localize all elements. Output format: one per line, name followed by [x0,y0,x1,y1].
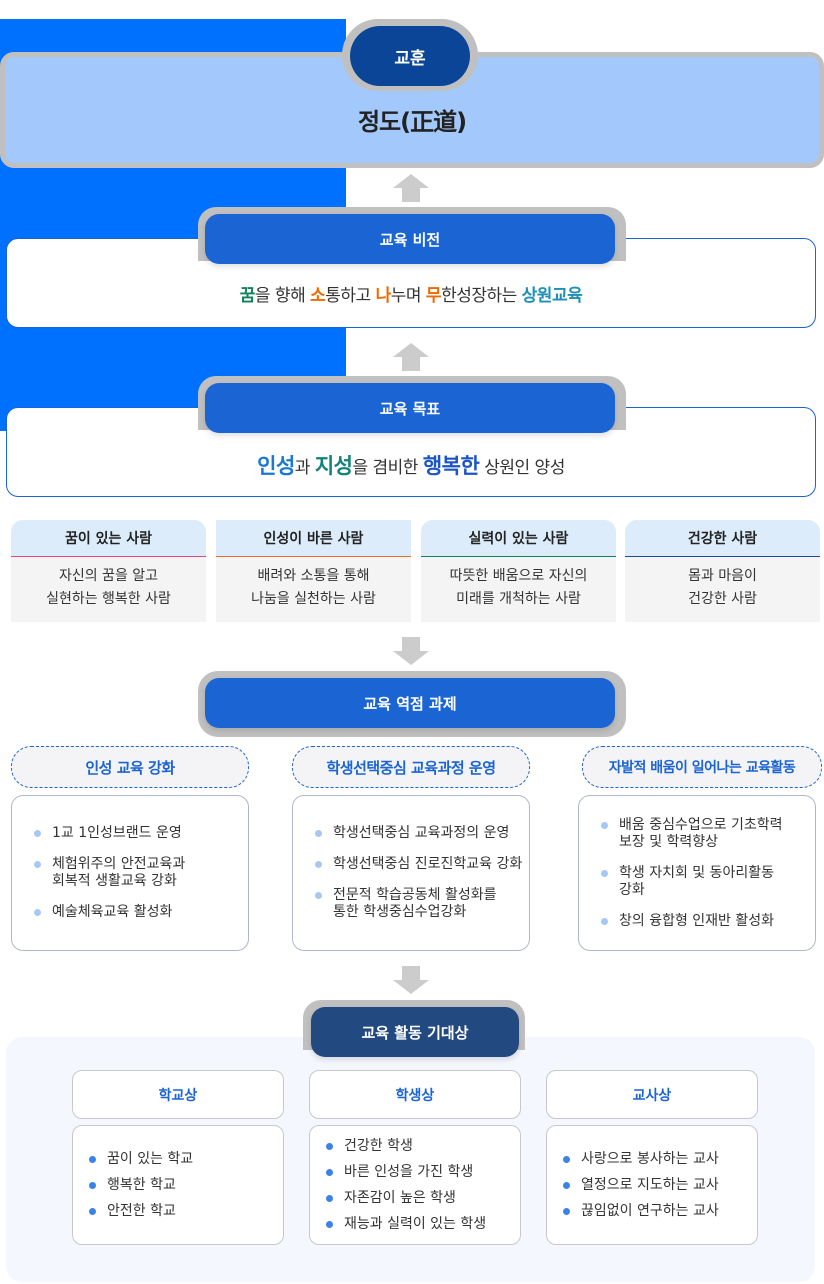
expected-item: 열정으로 지도하는 교사 [561,1172,757,1198]
expected-group-list: 사랑으로 봉사하는 교사 열정으로 지도하는 교사 끊임없이 연구하는 교사 [546,1125,758,1245]
task-group-title: 인성 교육 강화 [11,746,249,788]
expected-item: 안전한 학교 [87,1198,283,1224]
person-line: 미래를 개척하는 사람 [456,591,581,607]
expected-item: 끊임없이 연구하는 교사 [561,1198,757,1224]
expected-group-title: 학교상 [72,1070,284,1119]
motto-label: 교훈 [350,26,470,86]
person-title: 꿈이 있는 사람 [11,520,206,557]
expected-item: 건강한 학생 [324,1133,520,1159]
task-item: 학생선택중심 진로진학교육 강화 [315,856,529,873]
arrow-down-icon [393,966,429,994]
expected-item: 바른 인성을 가진 학생 [324,1159,520,1185]
task-item: 체험위주의 안전교육과 회복적 생활교육 강화 [34,856,248,890]
person-title: 건강한 사람 [625,520,820,557]
goal-part: 지성 [314,454,353,478]
vision-part: 소 [310,286,326,306]
person-line: 나눔을 실천하는 사람 [251,591,376,607]
expected-item: 자존감이 높은 학생 [324,1185,520,1211]
motto-value: 정도(正道) [357,107,467,136]
arrow-up-icon [393,174,429,202]
tasks-label: 교육 역점 과제 [205,678,615,728]
goal-part: 과 [294,458,315,478]
task-item: 예술체육교육 활성화 [34,904,248,921]
arrow-up-icon [393,343,429,371]
expected-group-title: 교사상 [546,1070,758,1119]
person-title: 실력이 있는 사람 [421,520,616,557]
expected-item: 재능과 실력이 있는 학생 [324,1211,520,1237]
person-description: 배려와 소통을 통해 나눔을 실천하는 사람 [216,557,411,611]
person-line: 건강한 사람 [688,591,757,607]
goal-part: 인성 [257,454,295,478]
vision-part: 꿈 [239,286,256,306]
task-group-title: 자발적 배움이 일어나는 교육활동 [582,746,822,788]
person-description: 따뜻한 배움으로 자신의 미래를 개척하는 사람 [421,557,616,611]
task-item: 1교 1인성브랜드 운영 [34,825,248,842]
vision-part: 누며 [390,286,426,306]
person-card-ability: 실력이 있는 사람 따뜻한 배움으로 자신의 미래를 개척하는 사람 [421,520,616,622]
task-item: 학생 자치회 및 동아리활동 강화 [601,865,815,899]
expected-group-title: 학생상 [309,1070,521,1119]
expected-label: 교육 활동 기대상 [311,1007,519,1057]
person-description: 몸과 마음이 건강한 사람 [625,557,820,611]
person-card-dream: 꿈이 있는 사람 자신의 꿈을 알고 실현하는 행복한 사람 [11,520,206,622]
task-group-list: 1교 1인성브랜드 운영 체험위주의 안전교육과 회복적 생활교육 강화 예술체… [11,795,249,951]
expected-item: 꿈이 있는 학교 [87,1146,283,1172]
expected-group-list: 건강한 학생 바른 인성을 가진 학생 자존감이 높은 학생 재능과 실력이 있… [309,1125,521,1245]
vision-label: 교육 비전 [205,214,615,264]
goal-part: 행복한 [422,454,480,478]
person-card-character: 인성이 바른 사람 배려와 소통을 통해 나눔을 실천하는 사람 [216,520,411,622]
task-item: 창의 융합형 인재반 활성화 [601,913,815,930]
person-line: 실현하는 행복한 사람 [46,591,171,607]
goal-statement: 인성과 지성을 겸비한 행복한 상원인 양성 [6,450,816,480]
vision-part: 무 [425,286,442,306]
task-group-title: 학생선택중심 교육과정 운영 [292,746,530,788]
vision-part: 을 향해 [254,286,311,306]
task-group-list: 배움 중심수업으로 기초학력 보장 및 학력향상 학생 자치회 및 동아리활동 … [578,795,816,951]
person-line: 배려와 소통을 통해 [257,568,370,584]
person-card-health: 건강한 사람 몸과 마음이 건강한 사람 [625,520,820,622]
expected-item: 행복한 학교 [87,1172,283,1198]
expected-group-list: 꿈이 있는 학교 행복한 학교 안전한 학교 [72,1125,284,1245]
expected-item: 사랑으로 봉사하는 교사 [561,1146,757,1172]
vision-statement: 꿈을 향해 소통하고 나누며 무한성장하는 상원교육 [6,281,816,306]
person-title: 인성이 바른 사람 [216,520,411,557]
task-group-list: 학생선택중심 교육과정의 운영 학생선택중심 진로진학교육 강화 전문적 학습공… [292,795,530,951]
vision-part: 나 [375,286,392,306]
goal-label: 교육 목표 [205,383,615,433]
arrow-down-icon [393,637,429,665]
person-line: 자신의 꿈을 알고 [58,568,159,584]
task-item: 전문적 학습공동체 활성화를 통한 학생중심수업강화 [315,887,529,921]
vision-part: 한성장하는 [441,286,522,306]
goal-part: 을 겸비한 [352,458,423,478]
task-item: 배움 중심수업으로 기초학력 보장 및 학력향상 [601,817,815,851]
goal-part: 상원인 양성 [479,458,565,478]
person-description: 자신의 꿈을 알고 실현하는 행복한 사람 [11,557,206,611]
person-line: 몸과 마음이 [688,568,757,584]
vision-part: 상원교육 [521,286,583,306]
task-item: 학생선택중심 교육과정의 운영 [315,825,529,842]
person-line: 따뜻한 배움으로 자신의 [449,568,588,584]
vision-part: 통하고 [325,286,376,306]
